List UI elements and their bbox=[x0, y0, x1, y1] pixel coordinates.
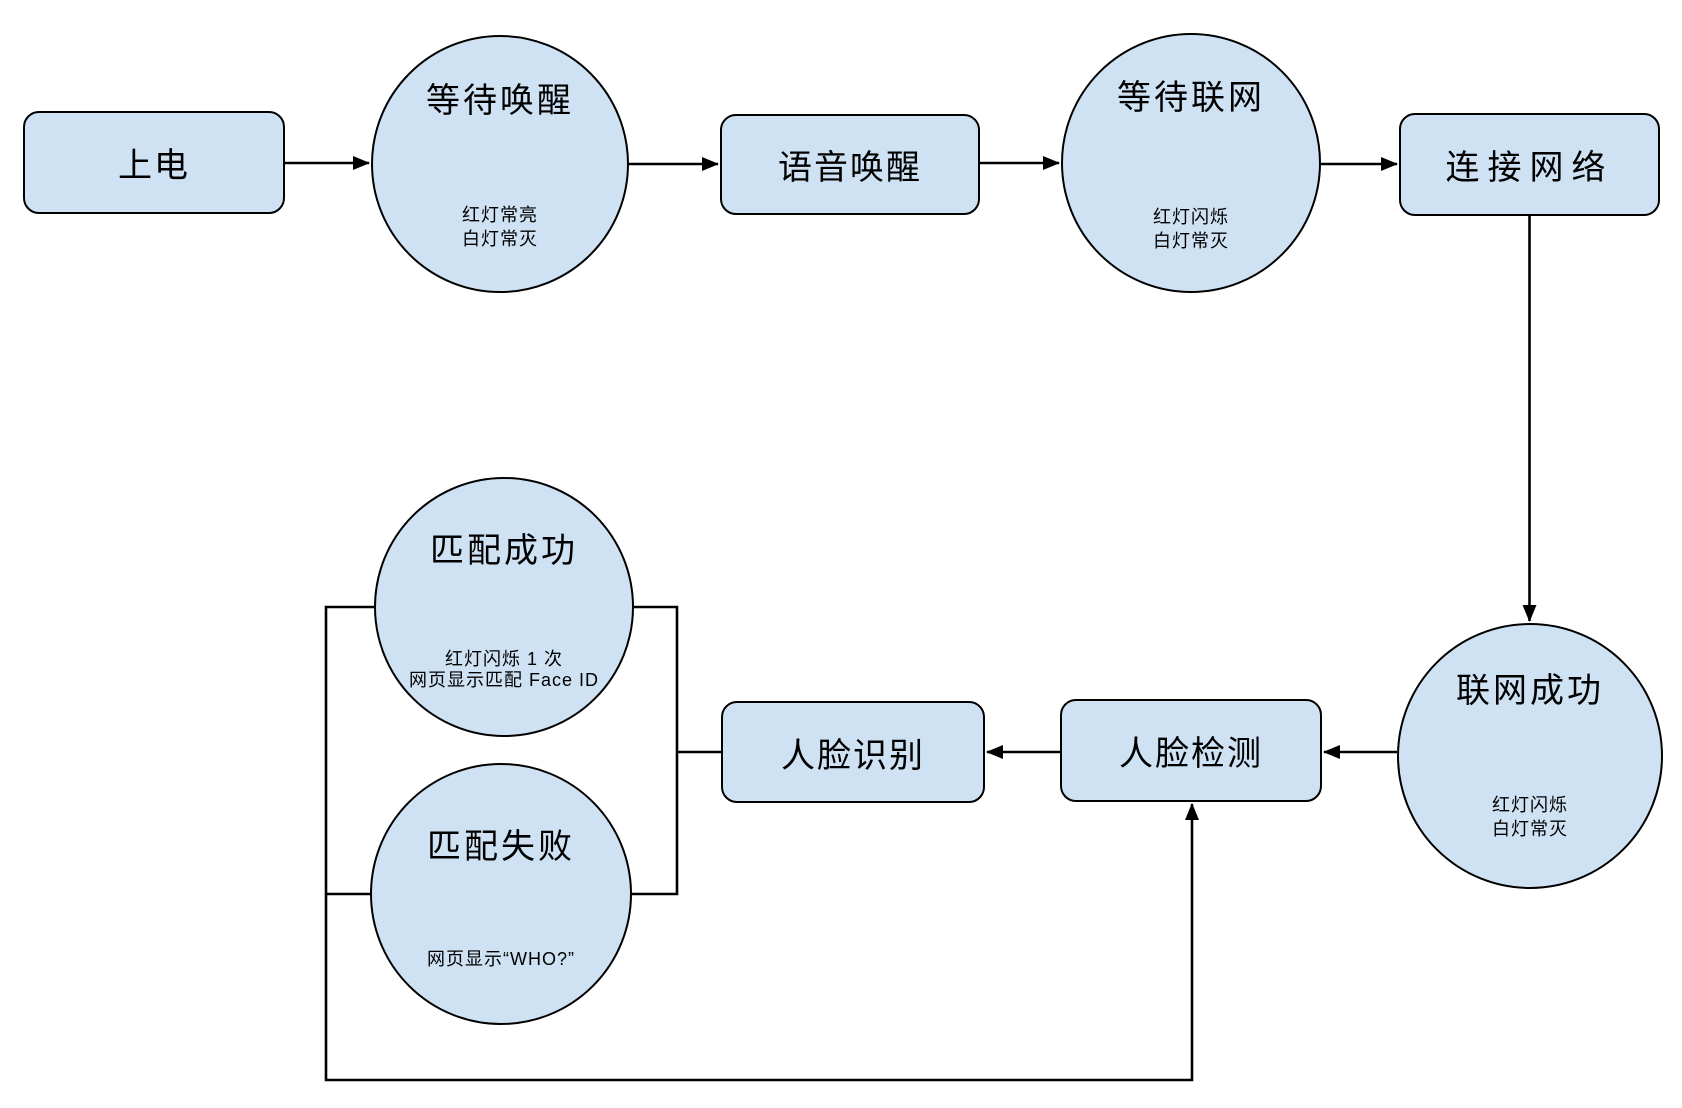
status-line: 白灯常灭 bbox=[1153, 231, 1229, 251]
node-match-fail: 匹配失败 网页显示“WHO?” bbox=[370, 763, 632, 1025]
node-network-success-status: 红灯闪烁 白灯常灭 bbox=[1399, 793, 1661, 841]
node-match-fail-status: 网页显示“WHO?” bbox=[372, 947, 630, 971]
node-power-on: 上电 bbox=[23, 111, 285, 214]
status-line: 白灯常灭 bbox=[462, 229, 538, 249]
status-line: 网页显示匹配 Face ID bbox=[408, 670, 600, 690]
node-wait-network-status: 红灯闪烁 白灯常灭 bbox=[1063, 205, 1319, 253]
status-line: 红灯闪烁 bbox=[1492, 795, 1568, 815]
status-line: 网页显示“WHO?” bbox=[427, 949, 575, 969]
node-face-recognize-label: 人脸识别 bbox=[781, 736, 925, 775]
node-wait-wake-title: 等待唤醒 bbox=[426, 82, 574, 120]
node-face-detect-label: 人脸检测 bbox=[1119, 735, 1263, 773]
node-match-success-title: 匹配成功 bbox=[430, 532, 578, 570]
node-voice-wake: 语音唤醒 bbox=[720, 114, 980, 215]
node-connect-network-label: 连接网络 bbox=[1445, 149, 1614, 187]
node-connect-network: 连接网络 bbox=[1399, 113, 1660, 216]
status-line: 红灯闪烁 bbox=[1153, 207, 1229, 227]
node-wait-wake: 等待唤醒 红灯常亮 白灯常灭 bbox=[371, 35, 629, 293]
node-match-success: 匹配成功 红灯闪烁 1 次 网页显示匹配 Face ID bbox=[374, 477, 634, 737]
node-wait-network-title: 等待联网 bbox=[1117, 79, 1265, 117]
edge-loop-back-to-face-detect bbox=[324, 605, 1199, 1082]
node-face-detect: 人脸检测 bbox=[1060, 699, 1322, 802]
edge-bracket-match-results bbox=[632, 605, 679, 896]
node-voice-wake-label: 语音唤醒 bbox=[778, 149, 922, 187]
status-line: 红灯闪烁 1 次 bbox=[444, 649, 563, 669]
node-network-success: 联网成功 红灯闪烁 白灯常灭 bbox=[1397, 623, 1663, 889]
status-line: 白灯常灭 bbox=[1492, 819, 1568, 839]
node-face-recognize: 人脸识别 bbox=[721, 701, 985, 803]
status-line: 红灯常亮 bbox=[462, 205, 538, 225]
node-power-on-label: 上电 bbox=[118, 147, 190, 185]
node-wait-network: 等待联网 红灯闪烁 白灯常灭 bbox=[1061, 33, 1321, 293]
node-match-success-status: 红灯闪烁 1 次 网页显示匹配 Face ID bbox=[376, 649, 632, 691]
node-match-fail-title: 匹配失败 bbox=[427, 828, 575, 866]
node-wait-wake-status: 红灯常亮 白灯常灭 bbox=[373, 203, 627, 251]
node-network-success-title: 联网成功 bbox=[1456, 672, 1604, 710]
